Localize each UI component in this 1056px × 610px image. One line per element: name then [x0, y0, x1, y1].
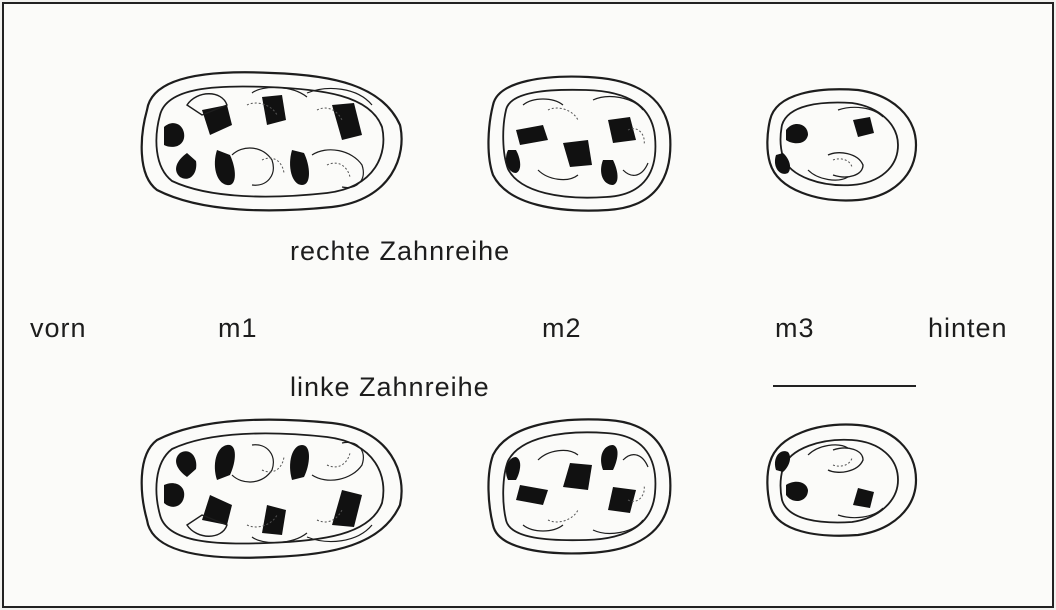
upper-row-label: rechte Zahnreihe [290, 236, 511, 266]
tooth-upper-m2 [487, 75, 672, 212]
tooth-upper-m3 [766, 88, 918, 202]
lower-row-label: linke Zahnreihe [290, 372, 490, 402]
tooth-label-m3: m3 [775, 313, 815, 343]
tooth-upper-m1 [140, 71, 403, 212]
tooth-label-m2: m2 [542, 313, 582, 343]
tooth-label-m1: m1 [218, 313, 258, 343]
tooth-lower-m3 [766, 423, 918, 537]
back-label: hinten [928, 313, 1008, 343]
scale-bar [773, 385, 916, 387]
tooth-lower-m2 [487, 418, 672, 555]
tooth-lower-m1 [140, 418, 403, 559]
front-label: vorn [30, 313, 87, 343]
